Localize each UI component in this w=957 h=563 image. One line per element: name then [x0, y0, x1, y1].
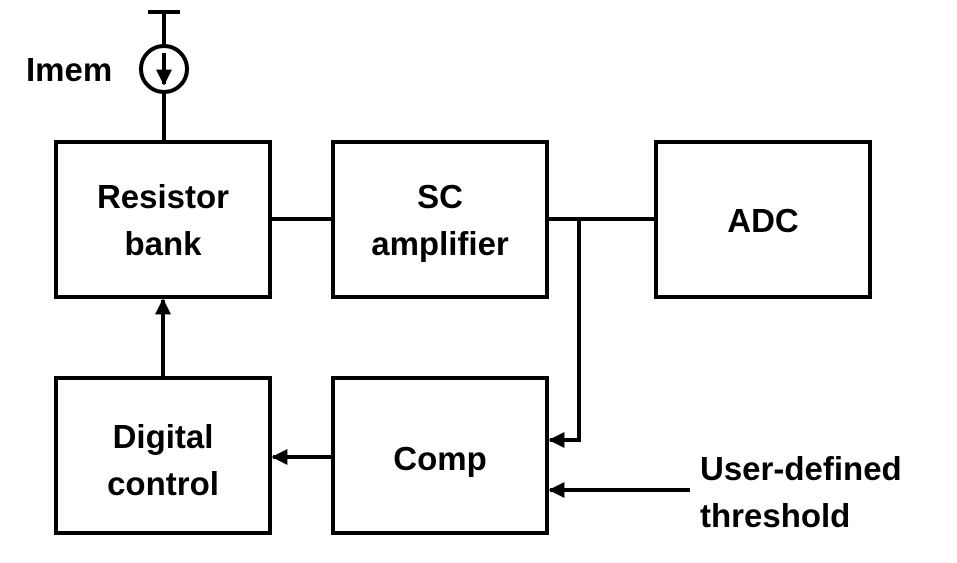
sc-amplifier-label-line2: amplifier [371, 225, 509, 262]
adc-label: ADC [727, 202, 799, 239]
resistor-bank-block: Resistor bank [54, 140, 272, 299]
current-source: Imem [26, 10, 189, 142]
resistor-bank-label-line2: bank [124, 225, 202, 262]
digital-control-label-line1: Digital [113, 418, 214, 455]
current-source-label: Imem [26, 51, 112, 88]
amplifier-to-comp-arrow [548, 219, 581, 448]
resistor-bank-label-line1: Resistor [97, 178, 229, 215]
digital-control-block: Digital control [54, 376, 272, 535]
comp-label: Comp [393, 440, 487, 477]
sc-amplifier-label-line1: SC [417, 178, 463, 215]
sc-amplifier-block: SC amplifier [331, 140, 549, 299]
threshold-label-line1: User-defined [700, 450, 902, 487]
comp-block: Comp [331, 376, 549, 535]
adc-block: ADC [654, 140, 872, 299]
digital-control-label-line2: control [107, 465, 219, 502]
threshold-label-line2: threshold [700, 497, 850, 534]
